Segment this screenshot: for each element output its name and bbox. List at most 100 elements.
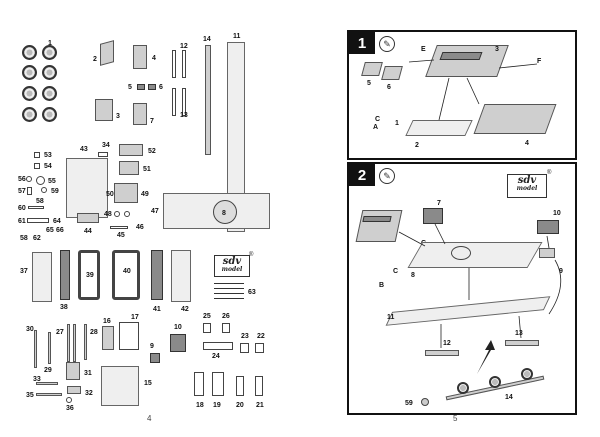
step-label: 11 [387, 314, 395, 321]
step-label: 12 [443, 340, 451, 347]
part-label: 6 [159, 84, 163, 91]
part-10 [537, 220, 559, 234]
wheel-part [42, 107, 57, 122]
wheel-part [42, 65, 57, 80]
part-label: 46 [136, 224, 144, 231]
step-label: 7 [437, 200, 441, 207]
part-label: 59 [51, 188, 59, 195]
part-34 [98, 152, 108, 157]
part-label: 3 [116, 113, 120, 120]
step-label: 8 [411, 272, 415, 279]
part-label: 2 [93, 56, 97, 63]
step-label: 6 [387, 84, 391, 91]
decal-line [214, 293, 244, 294]
part-9 [150, 353, 160, 363]
part-label: 13 [180, 112, 188, 119]
part-label: 53 [44, 152, 52, 159]
step-label: 2 [415, 142, 419, 149]
part-4 [133, 45, 147, 69]
part-label: 31 [84, 370, 92, 377]
part-26 [222, 323, 230, 333]
part-label: 44 [84, 228, 92, 235]
part-5 [137, 84, 145, 90]
part-60 [28, 206, 44, 209]
leaf-spring-part [172, 50, 176, 78]
part-35 [36, 393, 62, 396]
part-31 [66, 362, 80, 380]
part-label: 28 [90, 329, 98, 336]
arrow-line [518, 315, 522, 339]
brand-logo: sdv model [214, 255, 250, 277]
part-label: 40 [123, 268, 131, 275]
part-3 [95, 99, 113, 121]
part-13 [505, 340, 539, 346]
panel-39 [78, 250, 100, 300]
part-23 [240, 343, 249, 353]
step-label: 3 [495, 46, 499, 53]
part-10 [170, 334, 186, 352]
part-56 [26, 176, 32, 182]
panel-41 [151, 250, 163, 300]
part-label: 22 [257, 333, 265, 340]
page-number: 5 [453, 414, 458, 423]
leaf-spring-part [182, 50, 186, 78]
part-7 [133, 103, 147, 125]
part-label: 27 [56, 329, 64, 336]
part-61 [27, 218, 49, 223]
wheel-part [22, 65, 37, 80]
part-label: 54 [44, 163, 52, 170]
step-label: 4 [525, 140, 529, 147]
part-label: 48 [104, 211, 112, 218]
part-label: 32 [85, 390, 93, 397]
part-label: 29 [44, 367, 52, 374]
wheel-part [22, 86, 37, 101]
wheel-part [22, 107, 37, 122]
part-label: 63 [248, 289, 256, 296]
step-label: C [393, 268, 399, 275]
turntable-ring [451, 246, 471, 260]
part-32 [67, 386, 81, 394]
part-21 [255, 376, 263, 396]
wheel-part [22, 45, 37, 60]
brand-name: sdv [517, 175, 537, 186]
part-label: 49 [141, 191, 149, 198]
brand-logo: sdv model [507, 174, 547, 198]
part-54 [34, 163, 40, 169]
arrow-curve [548, 259, 562, 315]
chassis-frame-part [227, 42, 245, 232]
arrow-line [466, 77, 480, 105]
step-label: 59 [405, 400, 413, 407]
registered-mark: ® [547, 170, 552, 176]
rod-part [48, 332, 51, 364]
part-label: 7 [150, 118, 154, 125]
step-label: 10 [553, 210, 561, 217]
wheel-part [42, 45, 57, 60]
assembly-arrows [398, 223, 562, 374]
part-59 [41, 187, 47, 193]
part-53 [34, 152, 40, 158]
part-label: 36 [66, 405, 74, 412]
part-label: 26 [222, 313, 230, 320]
axle-part [205, 45, 211, 155]
arrow-line [546, 235, 550, 249]
wheel-part [42, 86, 57, 101]
rod-part [84, 324, 87, 360]
part-label: 39 [86, 272, 94, 279]
step-1-panel: 1 ✎ 5 6 3 E F 4 2 C A 1 [347, 30, 577, 160]
part-label: 16 [103, 318, 111, 325]
part-label: 15 [144, 380, 152, 387]
rod-part [34, 330, 37, 368]
step-label: B [379, 282, 385, 289]
part-59 [421, 398, 429, 406]
decal-lines-part [214, 283, 244, 299]
step-label: E [421, 46, 426, 53]
brand-name: sdv [222, 256, 242, 267]
part-label: 57 [18, 188, 26, 195]
part-label: 30 [26, 326, 34, 333]
part-24 [203, 342, 233, 350]
step-label: C [375, 116, 381, 123]
part-label: 12 [180, 43, 188, 50]
arrow-line [398, 231, 426, 247]
step-label: 13 [515, 330, 523, 337]
part-label: 62 [33, 235, 41, 242]
